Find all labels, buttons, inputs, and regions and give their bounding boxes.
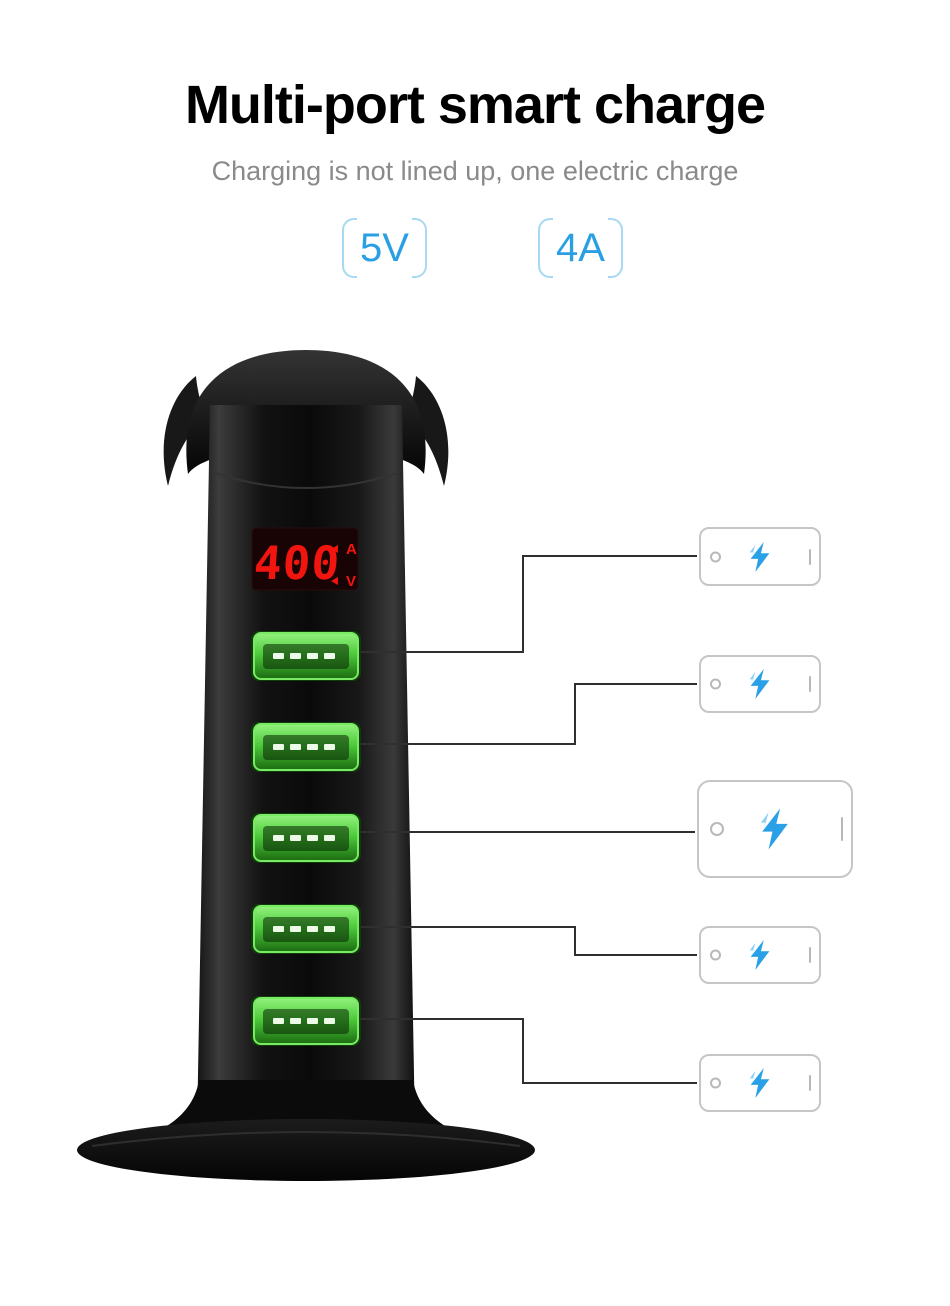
- led-display: 400 A V: [251, 527, 359, 591]
- charger-body-highlight: [211, 471, 401, 489]
- home-button-icon: [710, 949, 721, 961]
- page-title: Multi-port smart charge: [184, 75, 766, 135]
- home-button-icon: [710, 1077, 721, 1089]
- charger-wing-left: [163, 376, 206, 486]
- page-subtitle: Charging is not lined up, one electric c…: [211, 156, 739, 186]
- usb-port-5: [250, 995, 362, 1047]
- flash-charge-icon: [760, 808, 788, 850]
- usb-port-3: [250, 812, 362, 864]
- usb-port-4: [250, 903, 362, 955]
- led-value: 400: [252, 536, 342, 590]
- speaker-line-icon: [841, 817, 843, 841]
- device-tablet: [697, 780, 853, 878]
- connector-line-5: [361, 1018, 697, 1084]
- speaker-line-icon: [809, 548, 811, 565]
- device-phone-4: [699, 1054, 821, 1112]
- device-phone-1: [699, 527, 821, 586]
- charger-wing-right: [406, 376, 449, 486]
- volt-unit-label: V: [346, 573, 356, 590]
- volt-indicator-icon: [331, 577, 338, 585]
- connector-line-2: [361, 683, 697, 745]
- flash-charge-icon: [749, 940, 770, 970]
- speaker-line-icon: [809, 947, 811, 963]
- speaker-line-icon: [809, 1075, 811, 1091]
- usb-port-1: [250, 630, 362, 682]
- flash-charge-icon: [749, 1068, 770, 1098]
- home-button-icon: [710, 551, 721, 562]
- speaker-line-icon: [809, 676, 811, 692]
- device-phone-2: [699, 655, 821, 713]
- charger-base: [77, 1119, 535, 1181]
- flash-charge-icon: [749, 669, 770, 699]
- voltage-badge: 5V: [342, 218, 427, 278]
- charger-base-rim: [91, 1131, 521, 1147]
- connector-line-4: [361, 926, 697, 956]
- connector-line-1: [361, 555, 697, 653]
- amp-unit-label: A: [346, 541, 357, 558]
- current-badge: 4A: [538, 218, 623, 278]
- home-button-icon: [710, 678, 721, 690]
- device-phone-3: [699, 926, 821, 984]
- flash-charge-icon: [749, 541, 770, 572]
- home-button-icon: [710, 822, 724, 836]
- usb-port-2: [250, 721, 362, 773]
- amp-indicator-icon: [331, 545, 338, 553]
